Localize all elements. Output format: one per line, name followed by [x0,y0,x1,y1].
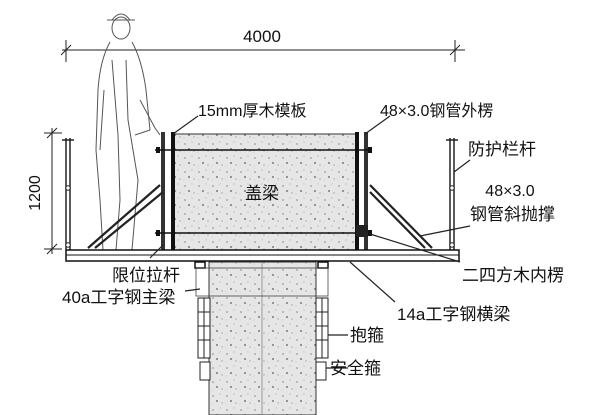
hoop-right [315,297,329,359]
diagonal-braces [87,184,433,249]
leader-lines [149,115,471,369]
outer-pipe-label: 48×3.0钢管外楞 [380,102,493,120]
height-dimension [44,127,62,255]
tie-rod-nuts [156,147,372,236]
formwork-right [355,132,359,250]
brace-label-line2: 钢管斜抛撑 [470,205,555,224]
inner-timber [356,225,368,237]
guardrails [62,138,458,250]
width-dimension [60,40,465,62]
hoop-left [197,297,211,359]
inner-timber-label: 二四方木内楞 [462,266,564,285]
cap-beam-label: 盖梁 [245,184,279,203]
brace-label-line1: 48×3.0 [485,183,534,200]
outer-pipe-left [161,132,165,250]
hoop-frame [195,267,329,297]
outer-pipe-right [364,132,368,250]
width-dimension-label: 4000 [243,27,281,46]
safety-hoop-label: 安全箍 [330,359,381,378]
cross-beam-label: 14a工字钢横梁 [397,305,510,324]
worker-figure [95,13,161,253]
main-beam-label: 40a工字钢主梁 [62,288,175,307]
height-dimension-label: 1200 [27,175,44,211]
formwork-left [171,132,175,250]
pier-column [208,261,317,415]
guardrail-label: 防护栏杆 [468,140,536,159]
hoop-label: 抱箍 [350,326,384,345]
tie-rods [155,149,372,234]
tie-rod-label: 限位拉杆 [112,266,180,285]
guardrail-clamps [65,185,455,248]
formwork-label: 15mm厚木模板 [198,102,306,120]
safety-hoop [199,361,327,381]
